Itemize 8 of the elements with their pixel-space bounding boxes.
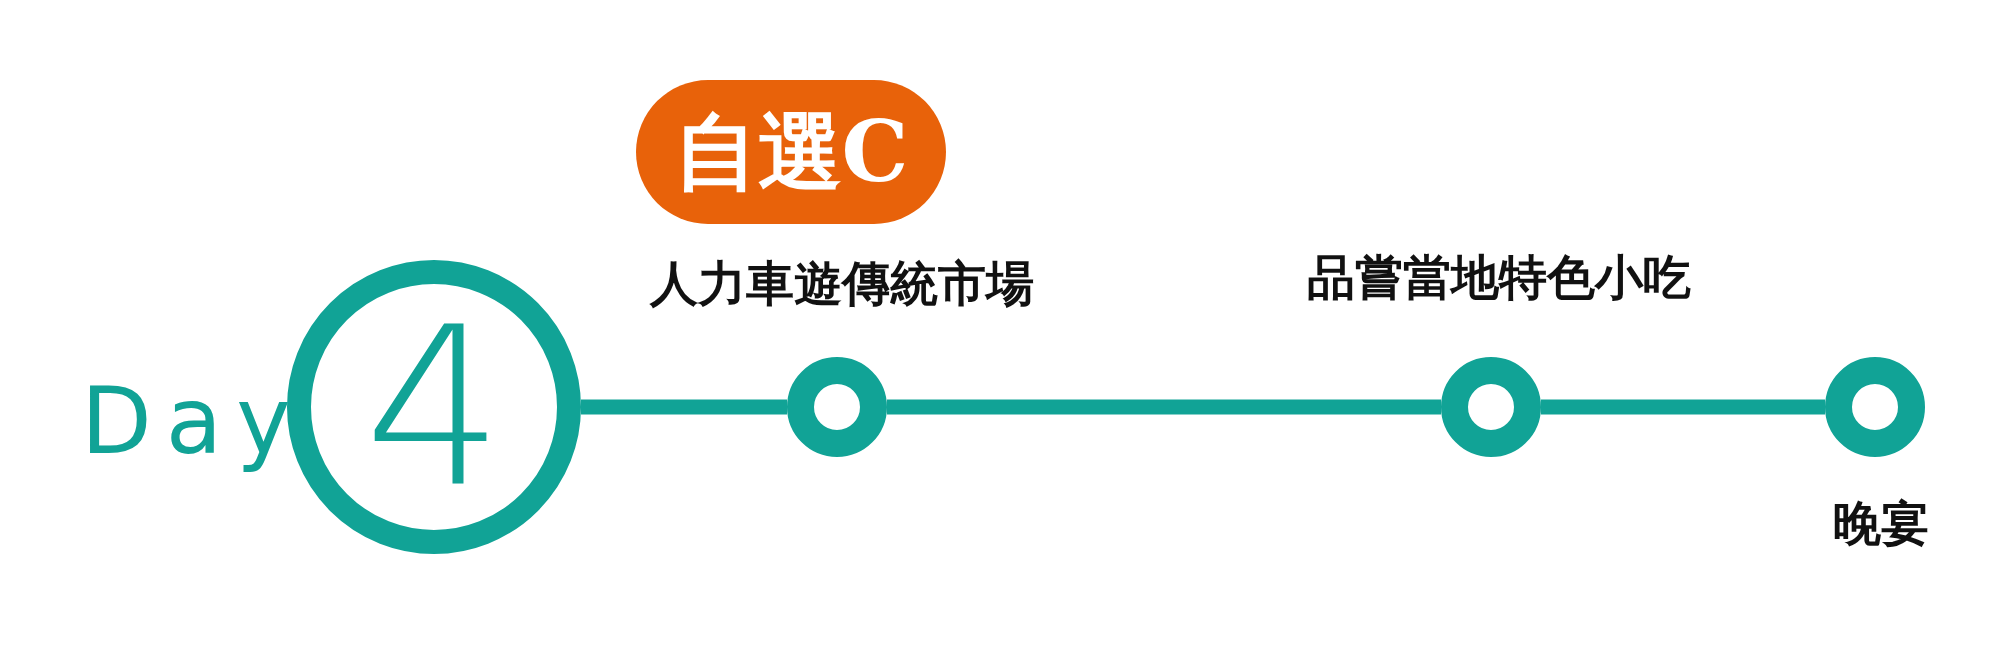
timeline-line xyxy=(1541,399,1825,415)
stop-label: 人力車遊傳統市場 xyxy=(650,259,1034,307)
stop-label: 品嘗當地特色小吃 xyxy=(1307,253,1691,301)
badge-text: 自選C xyxy=(673,110,909,194)
timeline-line xyxy=(581,399,787,415)
stop-label: 晚宴 xyxy=(1833,499,1929,547)
timeline-line xyxy=(887,399,1441,415)
day-number: 4 xyxy=(364,297,504,517)
